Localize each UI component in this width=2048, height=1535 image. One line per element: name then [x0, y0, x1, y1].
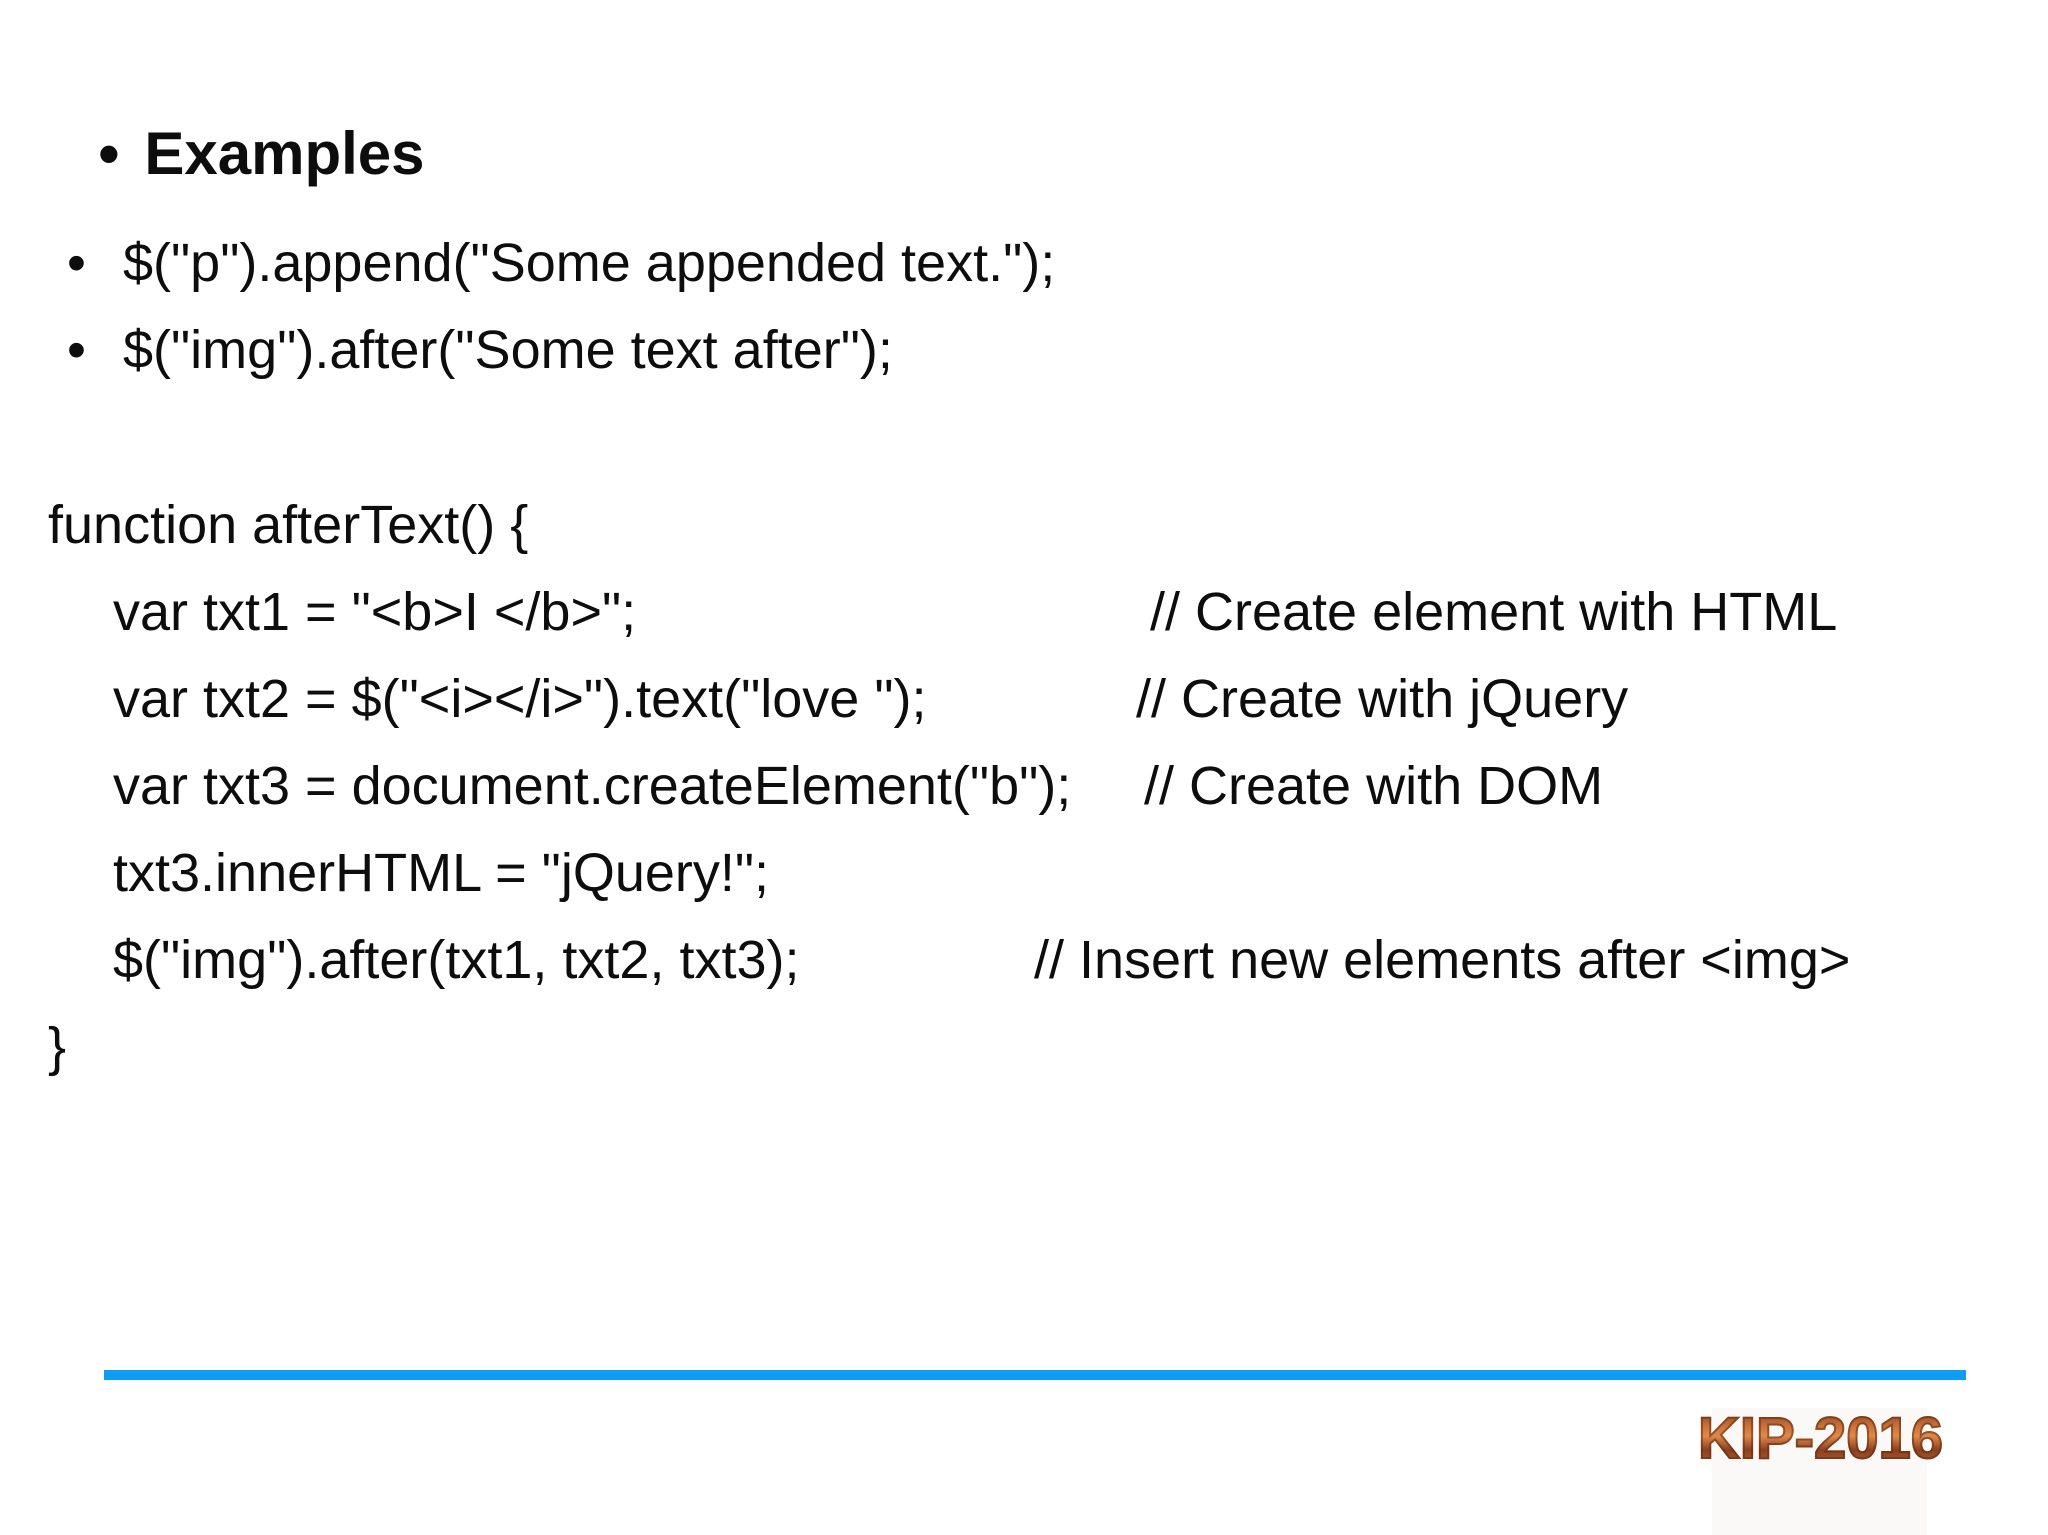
code-comment: // Create with jQuery [1136, 669, 1629, 729]
code-statement: var txt1 = "<b>I </b>"; [113, 582, 637, 642]
code-example-text: $("img").after("Some text after"); [123, 320, 893, 380]
footer-logo: KIP-2016 [1697, 1406, 1944, 1471]
code-line: txt3.innerHTML = "jQuery!"; [48, 830, 2048, 917]
example-list: • $("p").append("Some appended text."); … [0, 220, 2048, 394]
code-example-text: $("p").append("Some appended text."); [123, 233, 1056, 293]
divider-line [104, 1370, 1966, 1380]
code-line: var txt1 = "<b>I </b>"; // Create elemen… [48, 569, 2048, 656]
bullet-icon: • [67, 320, 86, 380]
code-comment: // Create element with HTML [1150, 582, 1838, 642]
code-line: var txt3 = document.createElement("b"); … [48, 743, 2048, 830]
code-line: } [48, 1004, 2048, 1091]
bullet-icon: • [67, 233, 86, 293]
list-item: • $("img").after("Some text after"); [0, 307, 2048, 394]
code-statement: function afterText() { [48, 495, 529, 555]
code-block: function afterText() { var txt1 = "<b>I … [48, 482, 2048, 1091]
page-title: Examples [144, 120, 425, 187]
list-item: • $("p").append("Some appended text."); [0, 220, 2048, 307]
code-comment: // Insert new elements after <img> [1034, 930, 1851, 990]
code-statement: } [48, 1017, 67, 1077]
code-comment: // Create with DOM [1144, 756, 1604, 816]
logo-backdrop [1712, 1408, 1927, 1535]
page-title-row: • Examples [65, 58, 425, 187]
bullet-icon: • [98, 120, 120, 187]
code-line: var txt2 = $("<i></i>").text("love "); /… [48, 656, 2048, 743]
code-statement: txt3.innerHTML = "jQuery!"; [113, 843, 770, 903]
code-line: $("img").after(txt1, txt2, txt3); // Ins… [48, 917, 2048, 1004]
code-line: function afterText() { [48, 482, 2048, 569]
code-statement: var txt2 = $("<i></i>").text("love "); [113, 669, 927, 729]
code-statement: var txt3 = document.createElement("b"); [113, 756, 1072, 816]
code-statement: $("img").after(txt1, txt2, txt3); [113, 930, 800, 990]
